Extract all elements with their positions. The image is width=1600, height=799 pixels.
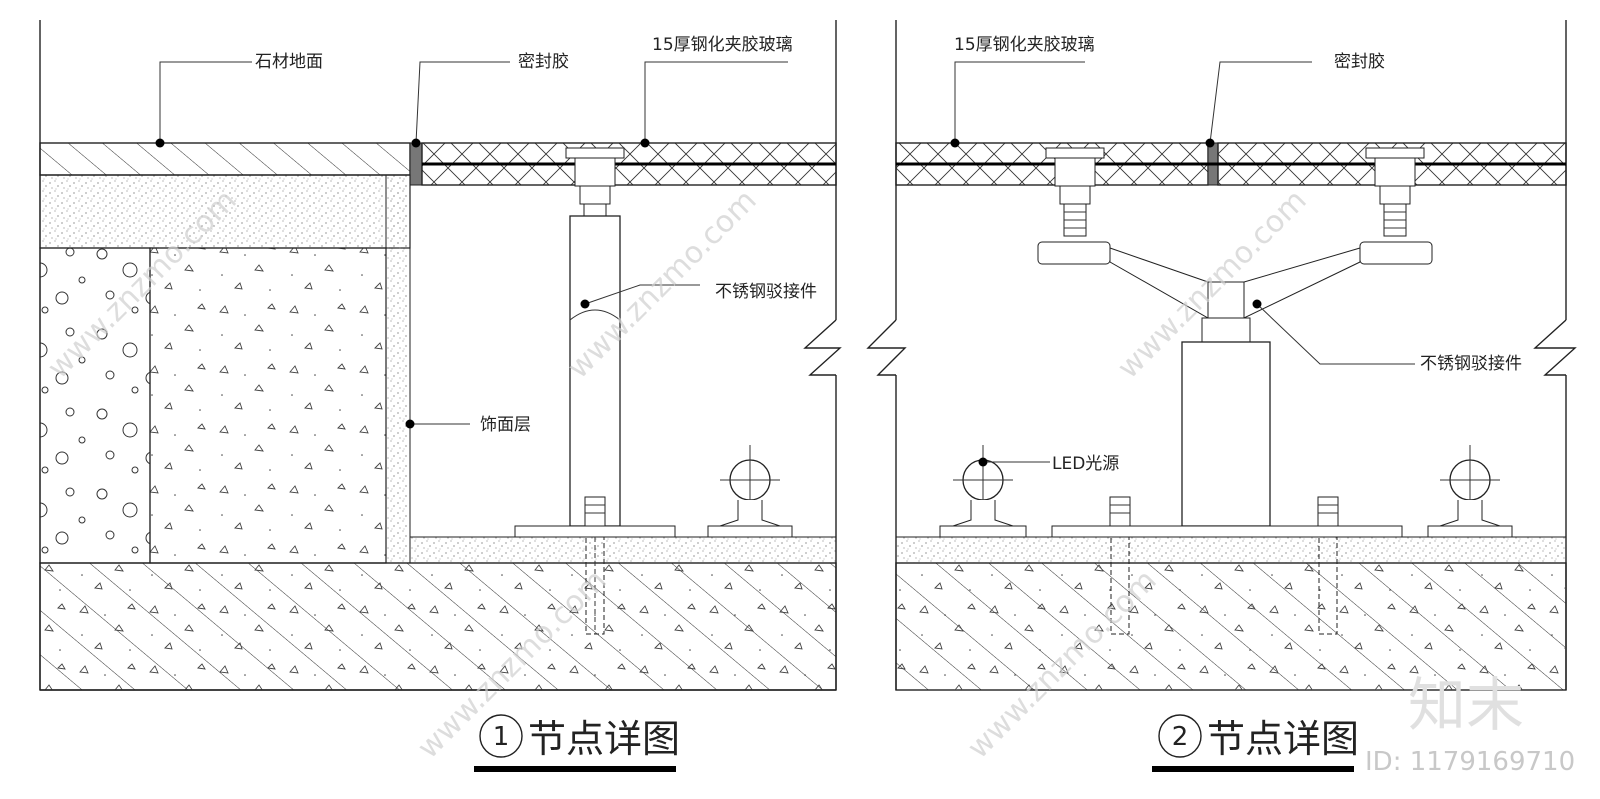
detail1-sealant — [409, 142, 423, 186]
detail1-led-fixture — [707, 445, 793, 538]
detail1-label-sealant: 密封胶 — [518, 52, 569, 72]
detail2-mortar-layer — [895, 536, 1567, 564]
detail2-title: 节点详图 — [1207, 717, 1359, 761]
detail1-finish-layer-floor — [409, 536, 837, 564]
detail2-slab-aggregate — [896, 563, 1566, 690]
detail2-label-connector: 不锈钢驳接件 — [1420, 354, 1522, 374]
detail2-number-circle — [1158, 714, 1202, 758]
detail2-break-mark-left — [866, 319, 907, 376]
detail1-number-circle — [479, 714, 523, 758]
detail1-finish-layer-wall — [385, 174, 411, 564]
detail2-spider-connector — [1037, 147, 1433, 635]
detail2-label-led: LED光源 — [1052, 454, 1119, 474]
watermark-brand: 知末 — [1408, 671, 1524, 739]
detail1-break-mark — [803, 319, 842, 376]
detail1-leaders — [155, 61, 788, 429]
detail2-title-underline — [1152, 766, 1354, 772]
detail1-slab-aggregate — [40, 563, 836, 690]
detail1-aerated-block — [39, 247, 151, 564]
detail1-label-glass: 15厚钢化夹胶玻璃 — [652, 35, 793, 55]
watermark-id: ID: 1179169710 — [1365, 747, 1575, 777]
detail1-connector — [514, 147, 676, 635]
detail-1: 石材地面 密封胶 15厚钢化夹胶玻璃 不锈钢驳接件 饰面层 1 节点详图 — [39, 20, 842, 772]
detail1-stone-floor — [39, 142, 411, 176]
detail2-led-fixture-left — [939, 445, 1027, 538]
detail1-label-stone-floor: 石材地面 — [255, 52, 323, 72]
detail2-led-fixture-right — [1427, 445, 1513, 538]
detail1-number: 1 — [493, 722, 510, 752]
detail2-leaders — [950, 61, 1415, 467]
detail1-title-underline — [474, 766, 676, 772]
detail-2: 15厚钢化夹胶玻璃 密封胶 不锈钢驳接件 LED光源 2 节点详图 — [866, 20, 1577, 772]
detail1-label-connector: 不锈钢驳接件 — [715, 282, 817, 302]
detail1-title: 节点详图 — [528, 717, 680, 761]
detail2-label-glass: 15厚钢化夹胶玻璃 — [954, 35, 1095, 55]
detail2-break-mark-right — [1533, 319, 1577, 376]
detail1-label-finish-layer: 饰面层 — [480, 415, 531, 435]
detail1-concrete-block — [149, 247, 387, 564]
detail2-label-sealant: 密封胶 — [1334, 52, 1385, 72]
detail2-number: 2 — [1172, 722, 1189, 752]
